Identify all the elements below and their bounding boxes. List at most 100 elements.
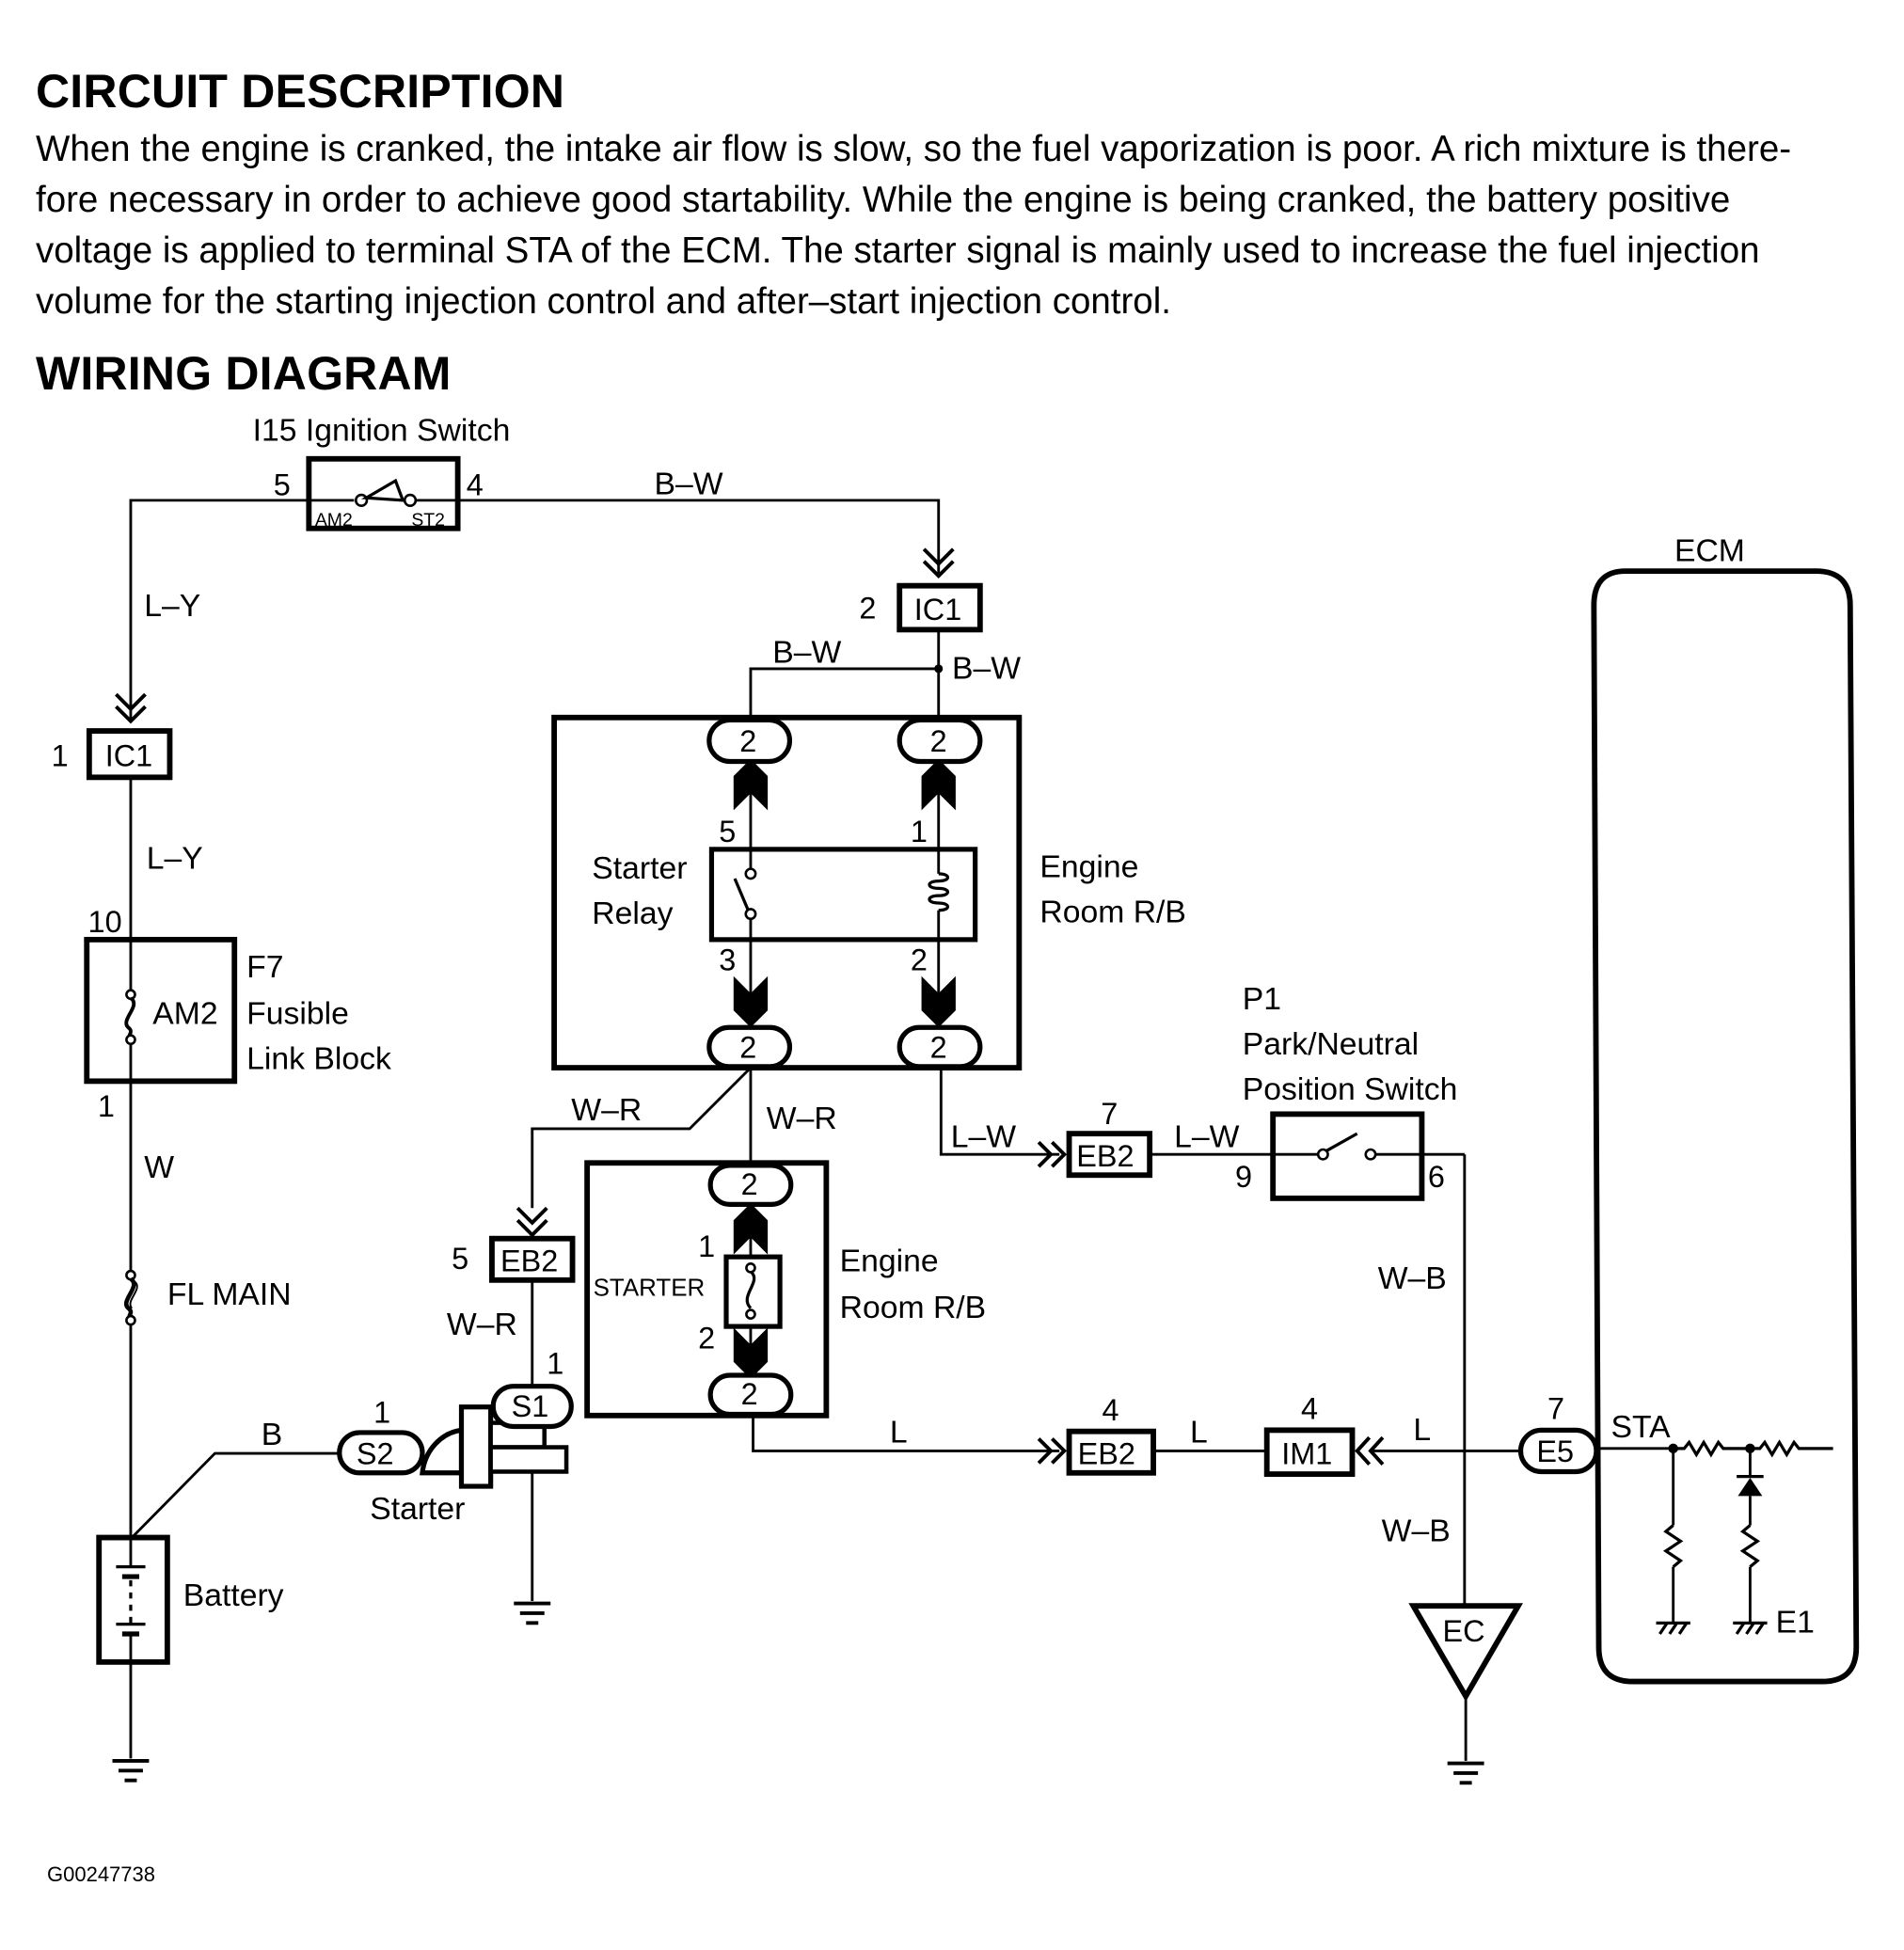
- resistor-icon: [1673, 1439, 1750, 1458]
- wire-label: L–Y: [144, 588, 200, 624]
- switch-contact-icon: [360, 478, 405, 502]
- wire-b-w: [457, 499, 941, 574]
- pin-label: 5: [719, 815, 736, 848]
- connector-im1: [1263, 1427, 1356, 1477]
- connector-label: EB2: [1078, 1437, 1135, 1471]
- chassis-ground-icon: [1656, 1621, 1690, 1635]
- connector-chevron-icon: [1037, 1437, 1068, 1465]
- ground-point-label: EC: [1442, 1614, 1484, 1648]
- pin-label: 5: [274, 468, 291, 502]
- fuse-label: STARTER: [594, 1276, 706, 1302]
- connector-label: EB2: [500, 1245, 558, 1278]
- pin-label: 2: [698, 1321, 715, 1355]
- wire-l-y: [129, 499, 309, 721]
- pin-label: 10: [88, 905, 122, 939]
- chassis-ground-icon: [1733, 1621, 1768, 1635]
- component-label: Engine: [840, 1244, 939, 1279]
- pn-switch-box: [1270, 1111, 1425, 1201]
- connector-s2: [337, 1430, 425, 1476]
- wire-l: [752, 1415, 1060, 1452]
- ecm-title: ECM: [1674, 533, 1745, 569]
- diode-icon: [1737, 1477, 1763, 1497]
- wire-label: W–R: [767, 1101, 837, 1136]
- connector-eb2-left: [489, 1235, 576, 1283]
- wire-b: [131, 1451, 340, 1539]
- figure-code: G00247738: [47, 1863, 155, 1886]
- wire-w-r: [531, 1067, 752, 1209]
- component-label: Park/Neutral: [1243, 1026, 1419, 1062]
- description-line: voltage is applied to terminal STA of th…: [36, 230, 1760, 271]
- pin-label: 1: [698, 1229, 715, 1263]
- wire-label: L: [890, 1414, 908, 1450]
- fusible-link-box: [84, 936, 238, 1085]
- connector-label: IC1: [105, 739, 152, 773]
- fusible-link-block: 10 AM2 F7 Fusible Link Block 1: [84, 905, 391, 1123]
- relay-coil-icon: [928, 872, 950, 912]
- description-line: volume for the starting injection contro…: [36, 281, 1171, 322]
- pin-label: 9: [1235, 1160, 1252, 1194]
- fuse-label: AM2: [152, 995, 217, 1031]
- wire-label: W–B: [1382, 1513, 1451, 1548]
- fl-main-fuse: FL MAIN: [124, 1269, 292, 1326]
- wire-label: W–R: [571, 1092, 642, 1128]
- connector-label: 2: [739, 1031, 756, 1065]
- relay-block-outline: [551, 714, 1023, 1071]
- pin-label: 1: [911, 815, 928, 848]
- terminal-sta: STA: [1611, 1409, 1672, 1445]
- wire-label: L–Y: [147, 841, 203, 877]
- wire-label: L: [1413, 1412, 1431, 1448]
- component-label: F7: [246, 949, 283, 985]
- wire-label: W–B: [1378, 1260, 1447, 1296]
- relay-label: Starter: [592, 850, 687, 886]
- pin-label: 7: [1101, 1097, 1118, 1131]
- park-neutral-position-switch: P1 Park/Neutral Position Switch 9 6: [1235, 981, 1465, 1201]
- engine-room-relay-block: 2 2 5 1 Starter Relay 3 2: [551, 714, 1186, 1071]
- pin-label: 3: [719, 943, 736, 976]
- connector-label: 2: [741, 1167, 758, 1201]
- pin-label: 1: [373, 1396, 390, 1430]
- engine-room-fuse-block: 2 1 STARTER 2 2 Engine Room R/B: [584, 1160, 986, 1419]
- ignition-switch-title: I15 Ignition Switch: [253, 412, 511, 448]
- connector-label: 2: [739, 724, 756, 758]
- resistor-icon: [1750, 1439, 1833, 1458]
- fuse-icon: [745, 1270, 756, 1309]
- description-line: When the engine is cranked, the intake a…: [36, 129, 1792, 169]
- circuit-description-text: When the engine is cranked, the intake a…: [36, 124, 1880, 327]
- pin-label: 2: [911, 943, 928, 976]
- wire-label: W–R: [447, 1307, 517, 1342]
- ground-icon: [512, 1601, 553, 1625]
- wire-label: L: [1190, 1414, 1208, 1450]
- component-label: Link Block: [246, 1040, 391, 1076]
- battery-label: Battery: [183, 1577, 284, 1613]
- relay-contact-icon: [733, 878, 750, 912]
- battery-box: [96, 1534, 170, 1665]
- component-label: Engine: [1039, 849, 1138, 885]
- ecm: ECM STA E1: [1591, 533, 1860, 1685]
- wire-label: L–W: [1174, 1118, 1240, 1154]
- pin-label: 7: [1547, 1392, 1564, 1426]
- wire-l-w: [939, 1066, 1060, 1156]
- ground-icon: [1445, 1761, 1486, 1785]
- pin-label: 1: [52, 739, 69, 773]
- component-label: Position Switch: [1243, 1071, 1458, 1107]
- connector-label: E5: [1536, 1435, 1574, 1468]
- connector-label: 2: [930, 1031, 947, 1065]
- starter-label: Starter: [370, 1491, 465, 1527]
- wire-label: B–W: [654, 466, 722, 501]
- pin-label: 1: [547, 1347, 563, 1381]
- wire-label: B–W: [772, 634, 841, 670]
- connector-label: 2: [930, 724, 947, 758]
- connector-eb2-mid: [1066, 1131, 1153, 1179]
- circuit-description-heading: CIRCUIT DESCRIPTION: [36, 65, 565, 118]
- relay-label: Relay: [592, 896, 673, 931]
- wire-label: W: [144, 1149, 174, 1185]
- connector-fuse-bottom: [707, 1372, 794, 1418]
- terminal-am2: AM2: [315, 510, 353, 531]
- connector-label: S2: [357, 1437, 394, 1471]
- connector-label: 2: [741, 1377, 758, 1411]
- terminal-st2: ST2: [411, 510, 445, 531]
- connector-label: IM1: [1281, 1437, 1332, 1471]
- pin-label: 4: [467, 468, 484, 502]
